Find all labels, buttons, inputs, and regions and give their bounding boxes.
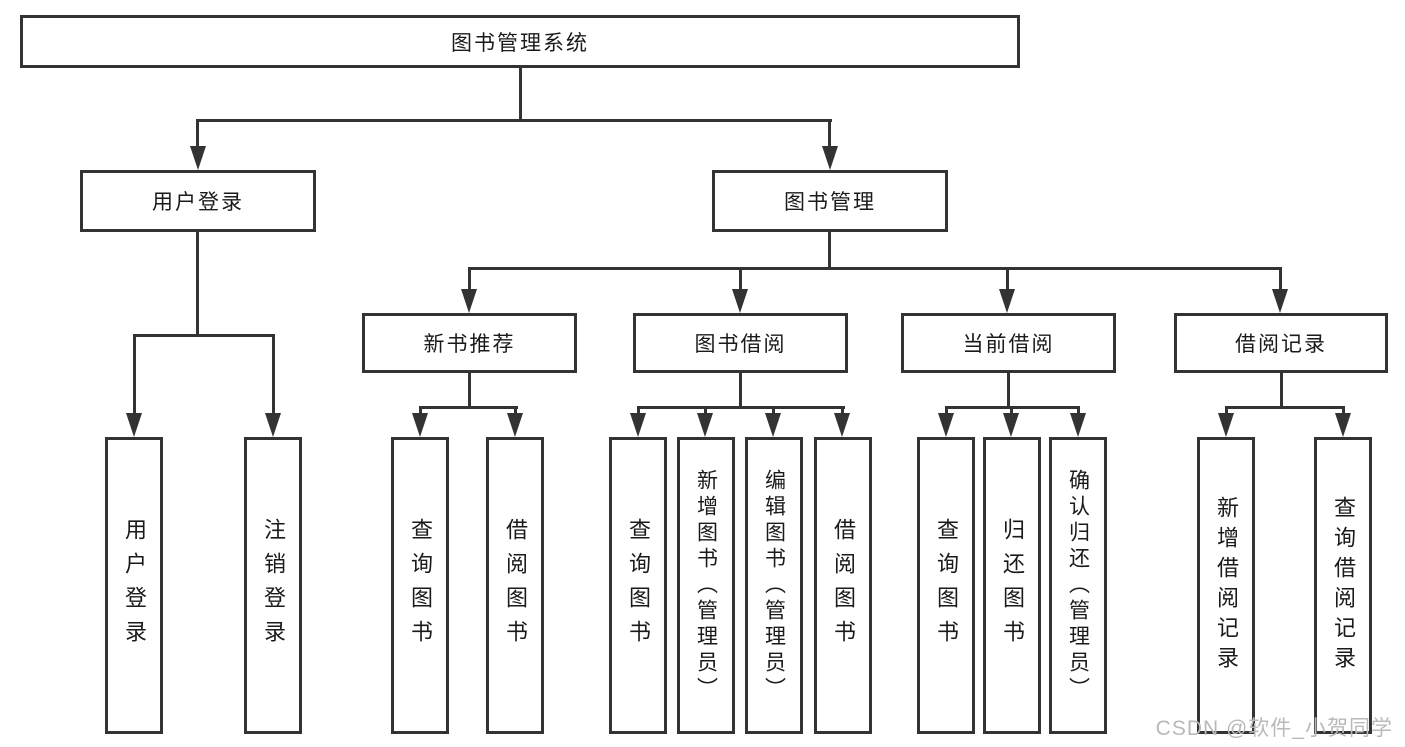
connector-leaf-drop xyxy=(133,334,136,415)
leaf-edit-book-admin: 编辑图书（管理员） xyxy=(745,437,803,734)
arrow-down-icon xyxy=(412,413,428,437)
arrow-down-icon xyxy=(1272,289,1288,313)
connector-leaf-drop xyxy=(1342,406,1345,416)
leaf-query-books-borrowing: 查询图书 xyxy=(609,437,667,734)
arrow-down-icon xyxy=(822,146,838,170)
node-new-book-recommend: 新书推荐 xyxy=(362,313,577,373)
connector-level3-drop xyxy=(739,267,742,292)
connector-leaf-drop xyxy=(1010,406,1013,416)
connector-leaf-drop xyxy=(1077,406,1080,416)
arrow-down-icon xyxy=(834,413,850,437)
connector-root-branch xyxy=(196,119,832,122)
leaf-query-borrow-record: 查询借阅记录 xyxy=(1314,437,1372,734)
connector-book-borrow-trunk xyxy=(739,371,742,409)
connector-leaf-drop xyxy=(272,334,275,415)
connector-level3-drop xyxy=(468,267,471,292)
connector-level3-drop xyxy=(1006,267,1009,292)
connector-new-book-trunk xyxy=(468,371,471,409)
arrow-down-icon xyxy=(1070,413,1086,437)
arrow-down-icon xyxy=(507,413,523,437)
connector-leaf-drop xyxy=(945,406,948,416)
connector-leaf-drop xyxy=(637,406,640,416)
connector-current-borrow-trunk xyxy=(1007,371,1010,409)
node-book-management: 图书管理 xyxy=(712,170,948,232)
node-user-login: 用户登录 xyxy=(80,170,316,232)
connector-user-login-branch xyxy=(133,334,275,337)
arrow-down-icon xyxy=(697,413,713,437)
arrow-down-icon xyxy=(1218,413,1234,437)
arrow-down-icon xyxy=(265,413,281,437)
arrow-down-icon xyxy=(126,413,142,437)
connector-leaf-drop xyxy=(772,406,775,416)
arrow-down-icon xyxy=(630,413,646,437)
node-borrowing-records: 借阅记录 xyxy=(1174,313,1388,373)
leaf-query-books-current: 查询图书 xyxy=(917,437,975,734)
connector-leaf-drop xyxy=(419,406,422,416)
node-current-borrowing: 当前借阅 xyxy=(901,313,1116,373)
connector-new-book-branch xyxy=(419,406,518,409)
node-library-management-system: 图书管理系统 xyxy=(20,15,1020,68)
connector-book-mgmt-branch xyxy=(468,267,1282,270)
leaf-confirm-return-admin: 确认归还（管理员） xyxy=(1049,437,1107,734)
arrow-down-icon xyxy=(1335,413,1351,437)
connector-user-login-trunk xyxy=(196,230,199,336)
connector-book-borrow-branch xyxy=(637,406,845,409)
leaf-add-book-admin: 新增图书（管理员） xyxy=(677,437,735,734)
node-book-borrowing: 图书借阅 xyxy=(633,313,848,373)
leaf-logout: 注销登录 xyxy=(244,437,302,734)
leaf-add-borrow-record: 新增借阅记录 xyxy=(1197,437,1255,734)
connector-leaf-drop xyxy=(841,406,844,416)
arrow-down-icon xyxy=(765,413,781,437)
arrow-down-icon xyxy=(461,289,477,313)
arrow-down-icon xyxy=(999,289,1015,313)
leaf-borrow-books-borrowing: 借阅图书 xyxy=(814,437,872,734)
connector-book-mgmt-trunk xyxy=(828,230,831,270)
leaf-query-books-recommend: 查询图书 xyxy=(391,437,449,734)
csdn-watermark: CSDN @软件_小贺同学 xyxy=(1155,717,1393,740)
connector-leaf-drop xyxy=(514,406,517,416)
connector-level3-drop xyxy=(1279,267,1282,292)
leaf-user-login: 用户登录 xyxy=(105,437,163,734)
connector-root-trunk xyxy=(519,66,522,122)
connector-leaf-drop xyxy=(1225,406,1228,416)
connector-user-login-drop xyxy=(196,119,199,150)
arrow-down-icon xyxy=(938,413,954,437)
arrow-down-icon xyxy=(1003,413,1019,437)
connector-records-branch xyxy=(1225,406,1345,409)
arrow-down-icon xyxy=(732,289,748,313)
leaf-borrow-books-recommend: 借阅图书 xyxy=(486,437,544,734)
connector-book-mgmt-drop xyxy=(828,119,831,150)
connector-leaf-drop xyxy=(704,406,707,416)
arrow-down-icon xyxy=(190,146,206,170)
leaf-return-book: 归还图书 xyxy=(983,437,1041,734)
connector-records-trunk xyxy=(1280,371,1283,409)
